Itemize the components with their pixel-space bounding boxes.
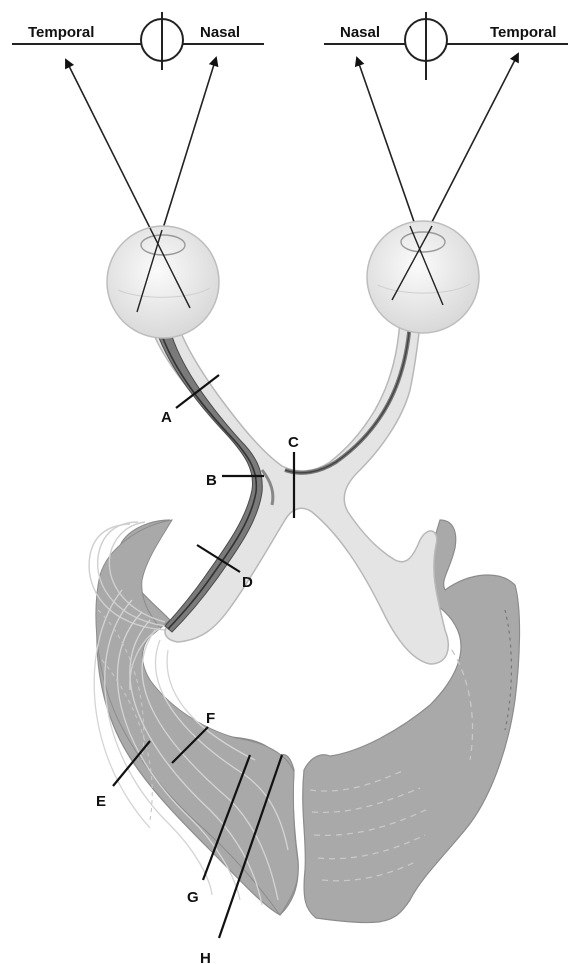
label-h: H — [200, 950, 211, 964]
label-f: F — [206, 710, 215, 727]
label-d: D — [242, 574, 253, 591]
label-b: B — [206, 472, 217, 489]
label-c: C — [288, 434, 299, 451]
right-eyeball — [367, 221, 479, 333]
optic-tissue — [150, 320, 448, 664]
left-eye — [107, 226, 219, 338]
left-nasal-label: Nasal — [200, 24, 240, 41]
left-radiation-fan — [96, 520, 298, 915]
label-a: A — [161, 409, 172, 426]
label-g: G — [187, 889, 199, 906]
right-eye — [367, 221, 479, 333]
left-eyeball — [107, 226, 219, 338]
right-nasal-label: Nasal — [340, 24, 380, 41]
right-temporal-label: Temporal — [490, 24, 556, 41]
left-visual-field: Temporal Nasal — [12, 12, 264, 70]
optic-chiasm-and-tracts — [150, 320, 448, 664]
label-e: E — [96, 793, 106, 810]
left-temporal-label: Temporal — [28, 24, 94, 41]
left-optic-radiation — [89, 520, 298, 915]
